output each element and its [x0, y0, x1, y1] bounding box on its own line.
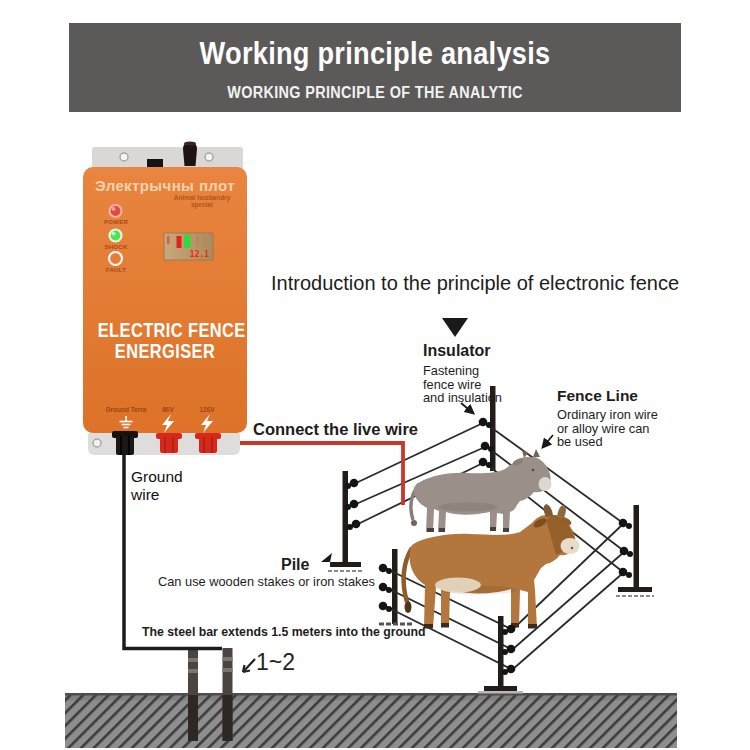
steel-bar-note: The steel bar extends 1.5 meters into th…: [142, 625, 426, 639]
ground-wire-label: Ground wire: [131, 468, 183, 504]
terminal-label-86v: 86V: [154, 406, 183, 413]
control-knob: [183, 142, 197, 166]
fence-line-description: Ordinary iron wire or alloy wire can be …: [557, 408, 658, 449]
display-digits: 12.1: [190, 250, 209, 259]
led-fault-label: FAULT: [102, 267, 129, 274]
pile-pointer-arrow-icon: [321, 553, 332, 562]
device-title-line2: ENERGISER: [98, 341, 232, 361]
device-brand: Электрычны плот: [83, 177, 247, 194]
mounting-hole: [120, 153, 128, 161]
led-shock-label: SHOCK: [102, 244, 129, 251]
insulator-label: Insulator: [423, 342, 491, 360]
connect-live-wire-label: Connect the live wire: [253, 420, 418, 439]
fence-desc-line: be used: [557, 435, 658, 449]
ground-wire-line: wire: [131, 486, 183, 504]
led-power: [110, 205, 122, 217]
terminal-label-ground: Ground Terra: [101, 406, 151, 413]
intro-heading: Introduction to the principle of electro…: [271, 272, 679, 295]
fence-line-pointer-arrow-icon: [543, 435, 553, 447]
device-tagline: Animal husbandry special: [173, 195, 231, 209]
fence-line-label: Fence Line: [557, 387, 638, 405]
display-value: 12.1: [164, 233, 213, 259]
led-power-label: POWER: [102, 219, 129, 226]
fence-desc-line: Ordinary iron wire: [557, 408, 658, 422]
depth-label: 1~2: [256, 649, 295, 676]
terminal-label-126v: 126V: [193, 406, 222, 413]
mounting-hole: [205, 153, 213, 161]
device-title-line1: ELECTRIC FENCE: [98, 320, 232, 340]
insulator-description: Fastening fence wire and insulation: [423, 364, 502, 405]
down-triangle-icon: [442, 318, 468, 337]
insulator-desc-line: and insulation: [423, 391, 502, 405]
ground-wire-line: Ground: [131, 468, 183, 486]
fence-post-front: [478, 616, 523, 694]
insulator-desc-line: fence wire: [423, 378, 502, 392]
pile-label: Pile: [281, 556, 309, 574]
led-shock: [110, 230, 122, 242]
insulator-knobs-front: [502, 625, 515, 675]
ground-strip: [65, 693, 677, 748]
insulator-desc-line: Fastening: [423, 364, 502, 378]
depth-arrow-icon: [243, 659, 255, 672]
fence-desc-line: or alloy wire can: [557, 422, 658, 436]
pile-description: Can use wooden stakes or iron stakes: [158, 574, 375, 589]
